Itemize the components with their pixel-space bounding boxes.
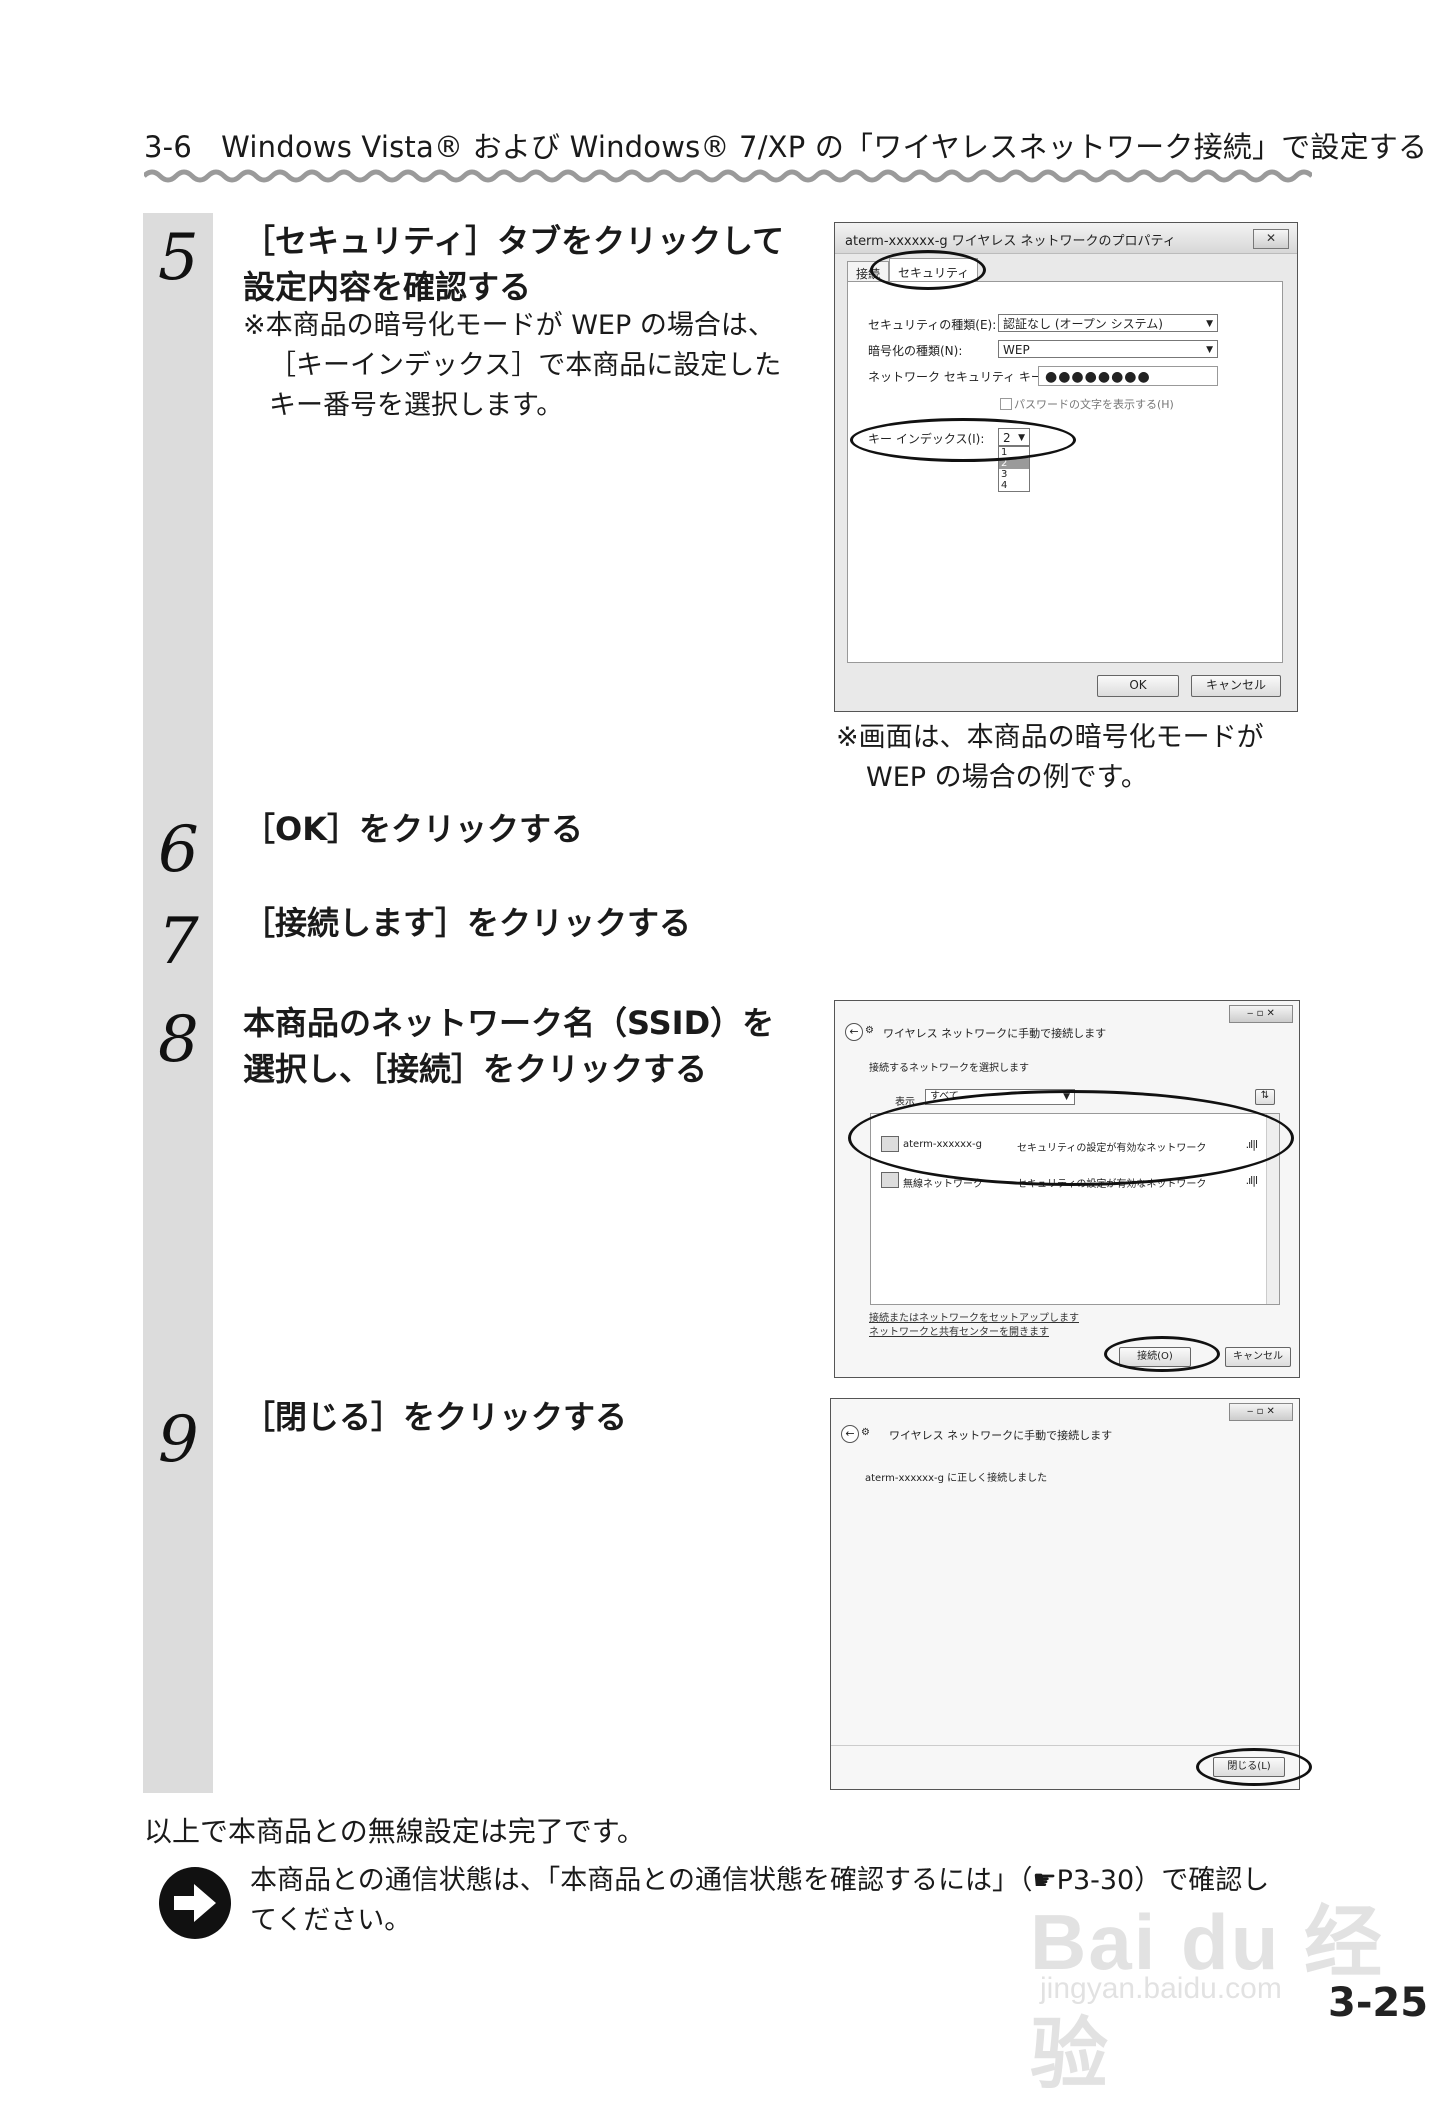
reference-line2: てください。: [250, 1905, 412, 1936]
chevron-down-icon: ▼: [1206, 319, 1213, 329]
reference-line1: 本商品との通信状態は、「本商品との通信状態を確認するには」（☛P3-30）で確認…: [250, 1865, 1270, 1896]
step-number-7: 7: [158, 905, 199, 979]
encryption-type-select[interactable]: WEP ▼: [998, 340, 1218, 358]
step-5-note: ※本商品の暗号化モードが WEP の場合は、 ［キーインデックス］で本商品に設定…: [243, 306, 803, 426]
highlight-key-index: [850, 418, 1076, 462]
section-header: 3-6 Windows Vista® および Windows® 7/XP の「ワ…: [144, 130, 1428, 164]
footer-divider: [831, 1745, 1299, 1746]
success-message: aterm-xxxxxx-g に正しく接続しました: [865, 1473, 1048, 1484]
step-8-title: 本商品のネットワーク名（SSID）を 選択し、［接続］をクリックする: [243, 1000, 774, 1092]
step-number-5: 5: [158, 221, 199, 295]
right-arrow-icon: [159, 1867, 231, 1939]
connection-complete-dialog: ‒ ▫ ✕ ← ⚙ ワイヤレス ネットワークに手動で接続します aterm-xx…: [830, 1398, 1300, 1790]
wizard-title: ワイヤレス ネットワークに手動で接続します: [883, 1027, 1107, 1040]
window-caption-buttons[interactable]: ‒ ▫ ✕: [1229, 1403, 1293, 1421]
header-divider: [144, 169, 1312, 183]
wizard-title: ワイヤレス ネットワークに手動で接続します: [889, 1429, 1113, 1442]
network-key-label: ネットワーク セキュリティ キー(K):: [868, 370, 1065, 384]
reference-note: 本商品との通信状態は、「本商品との通信状態を確認するには」（☛P3-30）で確認…: [250, 1861, 1310, 1941]
highlight-security-tab: [870, 250, 986, 290]
encryption-type-label: 暗号化の種類(N):: [868, 344, 963, 358]
setup-connection-link[interactable]: 接続またはネットワークをセットアップします: [869, 1313, 1079, 1324]
dialog-title: aterm-xxxxxx-g ワイヤレス ネットワークのプロパティ: [845, 234, 1176, 249]
security-type-select[interactable]: 認証なし (オープン システム) ▼: [998, 314, 1218, 332]
network-list-scrollbar[interactable]: [1266, 1114, 1279, 1304]
step-5-note-line2: ［キーインデックス］で本商品に設定した: [269, 350, 782, 381]
back-arrow-icon[interactable]: ←: [841, 1425, 859, 1443]
network-icon: ⚙: [865, 1025, 874, 1036]
cancel-button[interactable]: キャンセル: [1191, 675, 1281, 697]
security-panel: セキュリティの種類(E): 認証なし (オープン システム) ▼ 暗号化の種類(…: [847, 281, 1283, 663]
watermark-url: jingyan.baidu.com: [1040, 1972, 1282, 2005]
encryption-type-value: WEP: [1003, 343, 1030, 357]
step-number-6: 6: [158, 813, 199, 887]
step-5-title-line2: 設定内容を確認する: [243, 268, 532, 306]
signal-strength-icon: .ıl|l: [1245, 1174, 1258, 1187]
network-center-link[interactable]: ネットワークと共有センターを開きます: [869, 1327, 1049, 1338]
step-number-8: 8: [158, 1003, 199, 1077]
step-9-title: ［閉じる］をクリックする: [243, 1398, 628, 1436]
screen-caption: ※画面は、本商品の暗号化モードが WEP の場合の例です。: [836, 718, 1316, 798]
network-key-field[interactable]: ●●●●●●●●: [1038, 366, 1218, 386]
window-caption-buttons[interactable]: ‒ ▫ ✕: [1229, 1005, 1293, 1023]
back-arrow-icon[interactable]: ←: [845, 1023, 863, 1041]
cancel-button[interactable]: キャンセル: [1225, 1347, 1291, 1367]
highlight-connect-button: [1104, 1336, 1220, 1372]
show-chars-label: パスワードの文字を表示する(H): [1014, 398, 1174, 411]
step-6-title: ［OK］をクリックする: [243, 810, 584, 848]
step-number-bar: [143, 213, 213, 1793]
completion-text: 以上で本商品との無線設定は完了です。: [144, 1815, 645, 1848]
step-8-title-line1: 本商品のネットワーク名（SSID）を: [243, 1004, 775, 1042]
step-5-title: ［セキュリティ］タブをクリックして 設定内容を確認する: [243, 218, 784, 310]
connect-network-dialog: ‒ ▫ ✕ ← ⚙ ワイヤレス ネットワークに手動で接続します 接続するネットワ…: [834, 1000, 1300, 1378]
caption-line1: ※画面は、本商品の暗号化モードが: [836, 722, 1264, 753]
highlight-close-button: [1196, 1748, 1312, 1786]
select-network-heading: 接続するネットワークを選択します: [869, 1063, 1029, 1074]
network-name: 無線ネットワーク: [903, 1179, 983, 1190]
step-5-note-line3: キー番号を選択します。: [269, 390, 564, 421]
show-label: 表示: [895, 1097, 915, 1108]
show-filter-value: すべて: [930, 1091, 959, 1102]
highlight-network-list: [848, 1090, 1294, 1186]
security-type-label: セキュリティの種類(E):: [868, 318, 997, 332]
step-5-note-line1: ※本商品の暗号化モードが WEP の場合は、: [243, 310, 775, 341]
wireless-properties-dialog: aterm-xxxxxx-g ワイヤレス ネットワークのプロパティ ✕ 接続 セ…: [834, 222, 1298, 712]
wireless-network-icon: [881, 1172, 899, 1188]
ok-button[interactable]: OK: [1097, 675, 1179, 697]
page-number: 3-25: [1328, 1980, 1429, 2026]
security-type-value: 認証なし (オープン システム): [1003, 317, 1163, 331]
step-8-title-line2: 選択し、［接続］をクリックする: [243, 1050, 708, 1088]
network-icon: ⚙: [861, 1427, 870, 1438]
dialog-titlebar: aterm-xxxxxx-g ワイヤレス ネットワークのプロパティ ✕: [835, 223, 1297, 254]
step-number-9: 9: [158, 1403, 199, 1477]
key-index-option-4[interactable]: 4: [1001, 480, 1008, 491]
step-5-title-line1: ［セキュリティ］タブをクリックして: [243, 222, 785, 260]
chevron-down-icon: ▼: [1206, 345, 1213, 355]
close-icon[interactable]: ✕: [1253, 229, 1289, 249]
key-index-option-3[interactable]: 3: [1001, 469, 1008, 480]
step-7-title: ［接続します］をクリックする: [243, 904, 692, 942]
caption-line2: WEP の場合の例です。: [866, 762, 1148, 793]
show-chars-checkbox[interactable]: [1000, 398, 1012, 410]
key-index-option-2[interactable]: 2: [999, 458, 1029, 469]
refresh-icon[interactable]: ⇅: [1255, 1089, 1275, 1105]
